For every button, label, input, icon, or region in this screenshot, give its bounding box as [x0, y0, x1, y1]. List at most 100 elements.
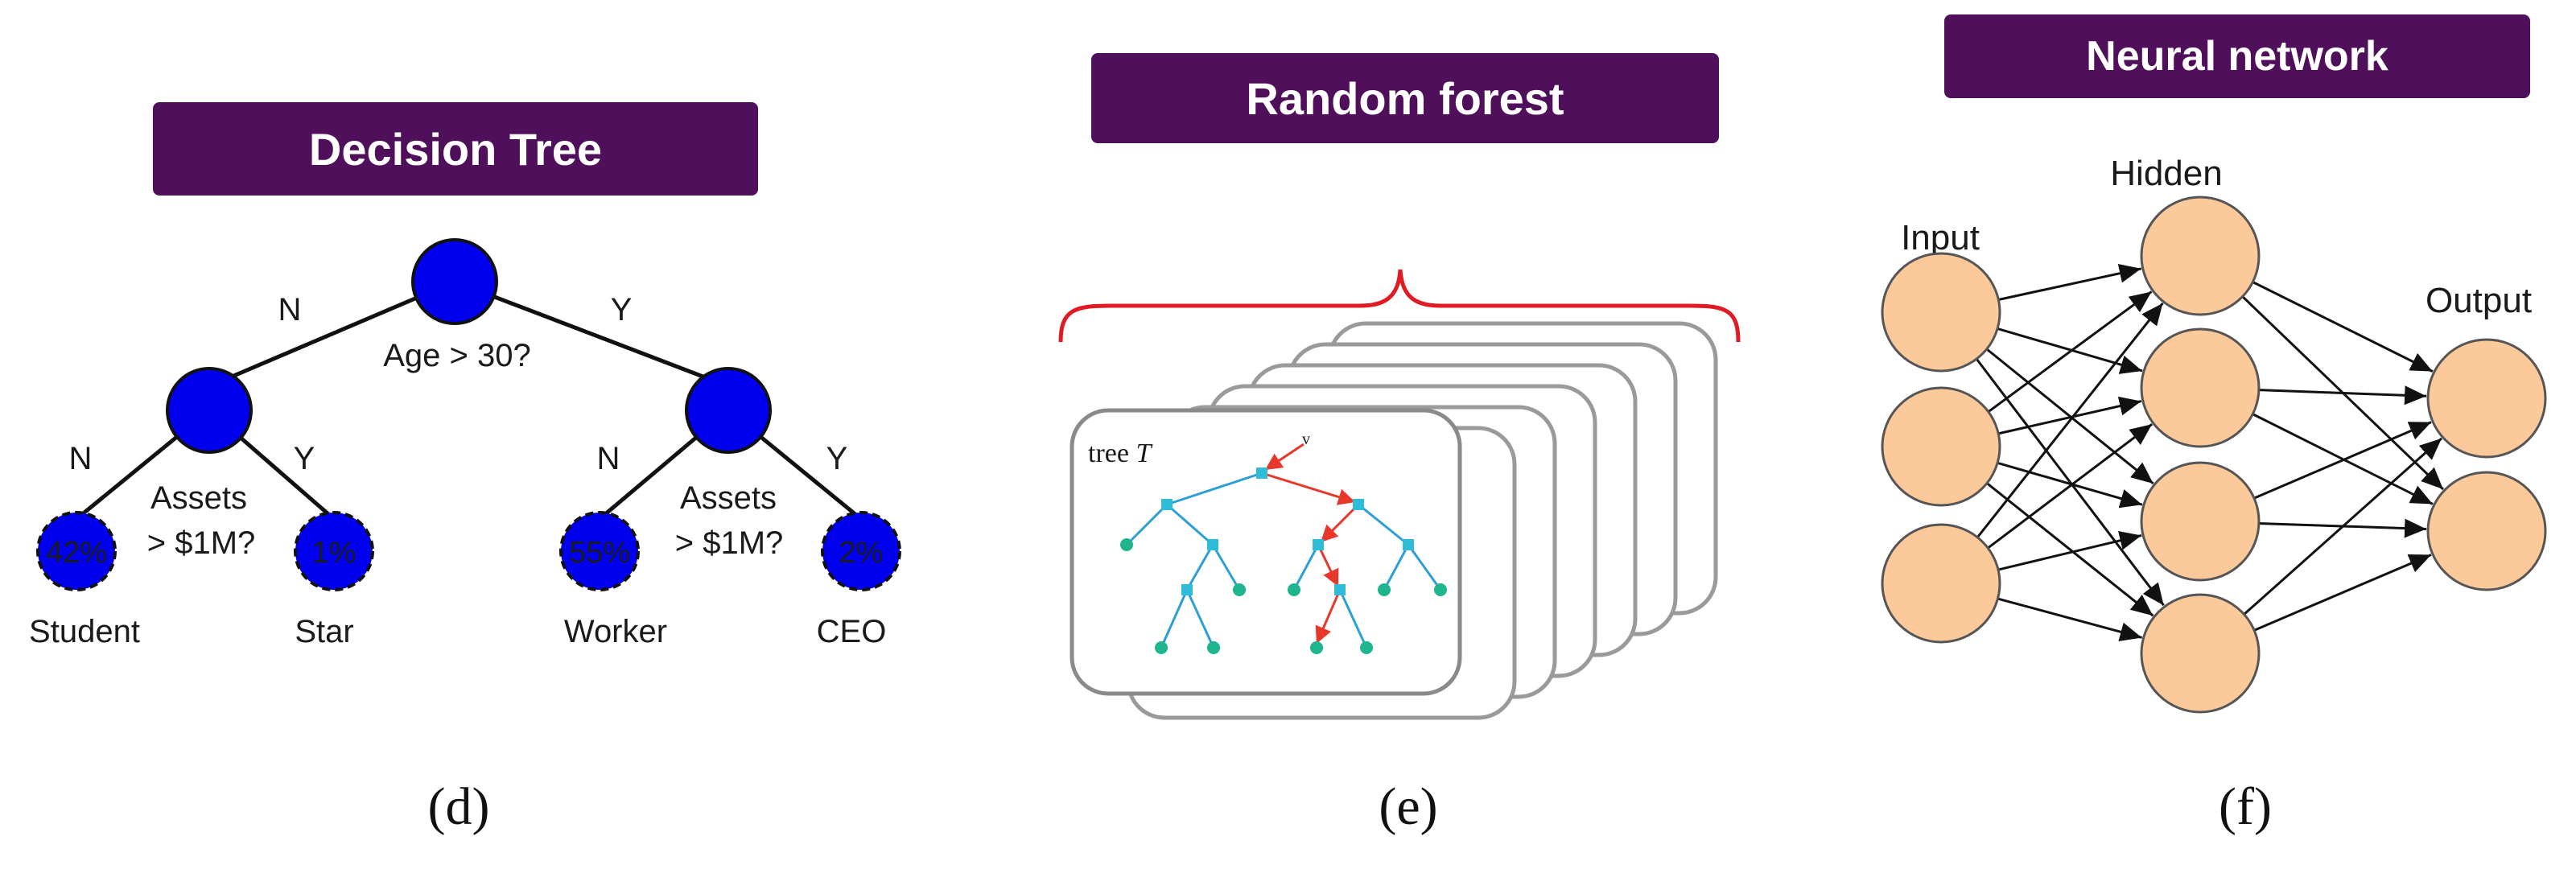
tree-branch [1383, 544, 1410, 591]
tree-branch [1185, 589, 1215, 649]
nn-node-hidden [2140, 461, 2261, 582]
tree-node [1207, 539, 1218, 550]
nn-connection [2258, 385, 2427, 406]
tree-path [1317, 544, 1340, 587]
tree-node [1181, 584, 1193, 595]
nn-node-output [2426, 471, 2547, 591]
tree-edge [208, 279, 455, 389]
random-forest-title: Random forest [1091, 53, 1719, 143]
panel-label-f: (f) [2219, 777, 2272, 836]
tree-leaf [1155, 641, 1168, 654]
root-question: Age > 30? [383, 338, 531, 373]
right-question: > $1M? [675, 525, 784, 561]
decision-tree: N Y N Y N Y Age > 30? Assets > $1M? Asse… [29, 238, 901, 649]
decision-tree-title: Decision Tree [153, 102, 758, 196]
nn-node-hidden [2140, 327, 2261, 448]
leaf-value: 1% [312, 536, 357, 570]
leaf-node [36, 511, 117, 591]
leaf-value: 2% [839, 536, 884, 570]
nn-node-hidden [2140, 593, 2261, 714]
edge-label: N [278, 292, 302, 327]
nn-node-input [1881, 252, 2001, 373]
right-node [685, 367, 772, 454]
leaf-name: Student [29, 614, 140, 649]
nn-connection [1997, 461, 2143, 509]
random-forest: tree T v [1058, 269, 1741, 720]
nn-connection [1998, 263, 2142, 301]
nn-connection [2253, 554, 2432, 632]
tree-branch [1185, 544, 1214, 591]
right-question: Assets [680, 480, 777, 516]
decision-tree-title-text: Decision Tree [308, 123, 603, 175]
edge-label: Y [611, 292, 633, 327]
tree-path [1319, 503, 1360, 544]
leaf-node [559, 511, 640, 591]
nn-connection [1987, 422, 2154, 550]
tree-branch [1160, 589, 1189, 649]
tree-path [1264, 443, 1304, 472]
tree-node [1403, 539, 1414, 550]
nn-connection [2253, 421, 2432, 500]
edge-label: N [69, 441, 93, 476]
panel-label-e: (e) [1379, 777, 1438, 836]
tree-node [1334, 584, 1346, 595]
tree-node [1161, 499, 1173, 510]
tree-path [1261, 472, 1356, 505]
left-question: > $1M? [147, 525, 256, 561]
edge-label: Y [294, 441, 315, 476]
nn-connection [1987, 290, 2153, 413]
tree-path [1315, 589, 1342, 645]
root-node [411, 238, 498, 325]
edge-label: N [597, 441, 620, 476]
neural-network-title: Neural network [1944, 14, 2530, 98]
tree-node [1313, 539, 1324, 550]
nn-connection [1997, 531, 2142, 571]
tree-leaf [1288, 583, 1300, 596]
tree-branch [1358, 503, 1409, 546]
tree-leaf [1233, 583, 1246, 596]
forest-brace [1058, 269, 1741, 343]
nn-connection [1976, 302, 2164, 538]
nn-connection [1997, 327, 2143, 374]
tree-branch [1338, 589, 1368, 649]
tree-leaf [1360, 641, 1373, 654]
tree-caption: tree T [1088, 439, 1152, 468]
nn-connection [1975, 358, 2165, 607]
tree-card-front [1070, 408, 1462, 696]
tree-branch [1407, 544, 1442, 591]
tree-caption-superscript: v [1302, 430, 1310, 448]
tree-leaf [1310, 641, 1323, 654]
layer-label-hidden: Hidden [2110, 154, 2222, 193]
leaf-node [294, 511, 374, 591]
nn-node-input [1881, 386, 2001, 507]
tree-branch [1292, 544, 1320, 591]
tree-node [1256, 467, 1267, 479]
nn-connection [1986, 482, 2154, 617]
nn-node-hidden [2140, 196, 2261, 316]
tree-branch [1211, 544, 1241, 591]
tree-leaf [1434, 583, 1447, 596]
left-node [166, 367, 253, 454]
tree-leaf [1120, 538, 1133, 551]
leaf-name: CEO [817, 614, 887, 649]
leaf-name: Worker [564, 614, 667, 649]
tree-branch [1166, 472, 1263, 506]
tree-leaf [1207, 641, 1220, 654]
tree-edge [454, 279, 729, 389]
nn-connection [1997, 597, 2142, 641]
nn-connection [2243, 437, 2442, 616]
neural-network: Input Hidden Output [1881, 154, 2547, 714]
tree-branch [1166, 503, 1214, 546]
neural-network-title-text: Neural network [2086, 33, 2388, 80]
leaf-value: 55% [569, 536, 630, 570]
leaf-name: Star [295, 614, 353, 649]
tree-branch [1125, 503, 1168, 546]
tree-leaf [1378, 583, 1391, 596]
edge-label: Y [826, 441, 848, 476]
random-forest-title-text: Random forest [1246, 72, 1564, 124]
nn-node-output [2426, 338, 2547, 459]
nn-connection [2252, 281, 2434, 373]
left-question: Assets [150, 480, 247, 516]
